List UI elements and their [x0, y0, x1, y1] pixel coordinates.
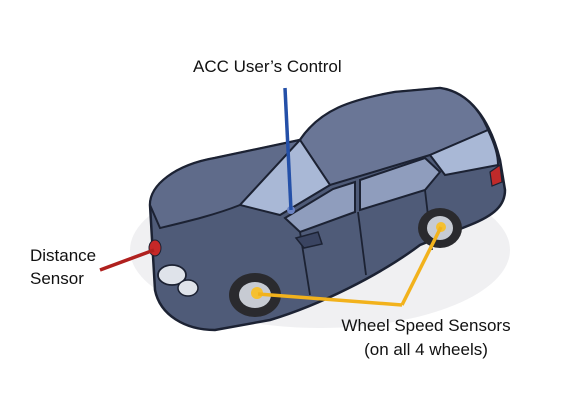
distance-callout-line	[99, 248, 155, 272]
side-mirror	[294, 231, 323, 249]
wheel-sensors-label-line2: (on all 4 wheels)	[364, 340, 488, 359]
distance-sensor-label-line2: Sensor	[30, 269, 84, 288]
wheel-callout-line-rear	[400, 226, 443, 306]
windshield	[238, 138, 332, 217]
headlight-left	[157, 264, 187, 286]
acc-control-label: ACC User’s Control	[193, 57, 342, 76]
distance-sensor-marker	[148, 239, 162, 257]
tail-light	[489, 163, 503, 187]
wheel-sensors-label-line1: Wheel Speed Sensors	[341, 316, 511, 335]
car-roof	[298, 86, 490, 187]
front-side-window	[283, 180, 356, 234]
distance-sensor-label-line1: Distance	[30, 246, 97, 265]
front-wheel	[229, 273, 281, 317]
rear-window	[428, 128, 500, 177]
rear-side-window	[359, 156, 442, 212]
acc-callout-line	[283, 87, 293, 211]
wheel-callout-line-front	[257, 292, 403, 307]
headlight-right	[177, 279, 199, 297]
door-line	[357, 211, 367, 276]
